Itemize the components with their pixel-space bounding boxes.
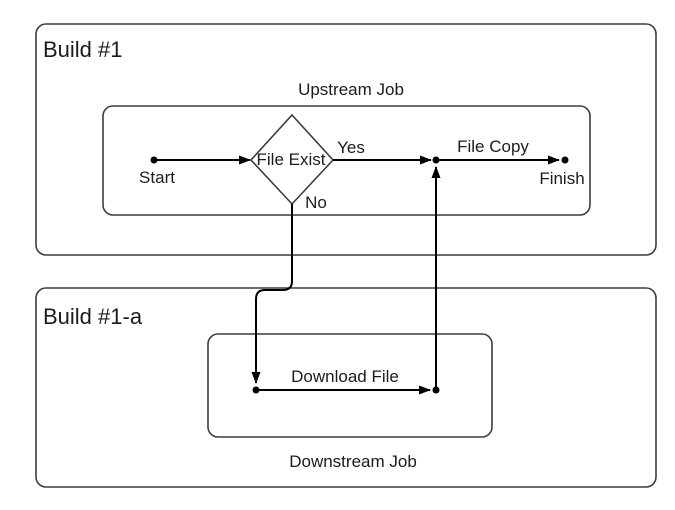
edge-no-to-downstream[interactable] bbox=[251, 204, 293, 384]
group-downstream-label: Downstream Job bbox=[289, 452, 417, 471]
start-dot bbox=[150, 156, 158, 164]
container-build-1-label: Build #1 bbox=[43, 37, 123, 62]
finish-dot bbox=[561, 156, 569, 164]
container-build-1a-label: Build #1-a bbox=[43, 304, 143, 329]
junction-dot-top bbox=[432, 156, 440, 164]
edge-no-label: No bbox=[305, 193, 327, 212]
junction-dot-bottom bbox=[432, 386, 440, 394]
edge-download-file-label: Download File bbox=[291, 367, 399, 386]
download-start-dot bbox=[252, 386, 260, 394]
group-upstream-label: Upstream Job bbox=[298, 80, 404, 99]
edge-file-copy-label: File Copy bbox=[457, 137, 529, 156]
edge-yes-label: Yes bbox=[337, 138, 365, 157]
start-label: Start bbox=[139, 168, 175, 187]
decision-label: File Exist bbox=[257, 150, 326, 169]
group-downstream-job[interactable] bbox=[207, 333, 493, 438]
finish-label: Finish bbox=[539, 169, 584, 188]
